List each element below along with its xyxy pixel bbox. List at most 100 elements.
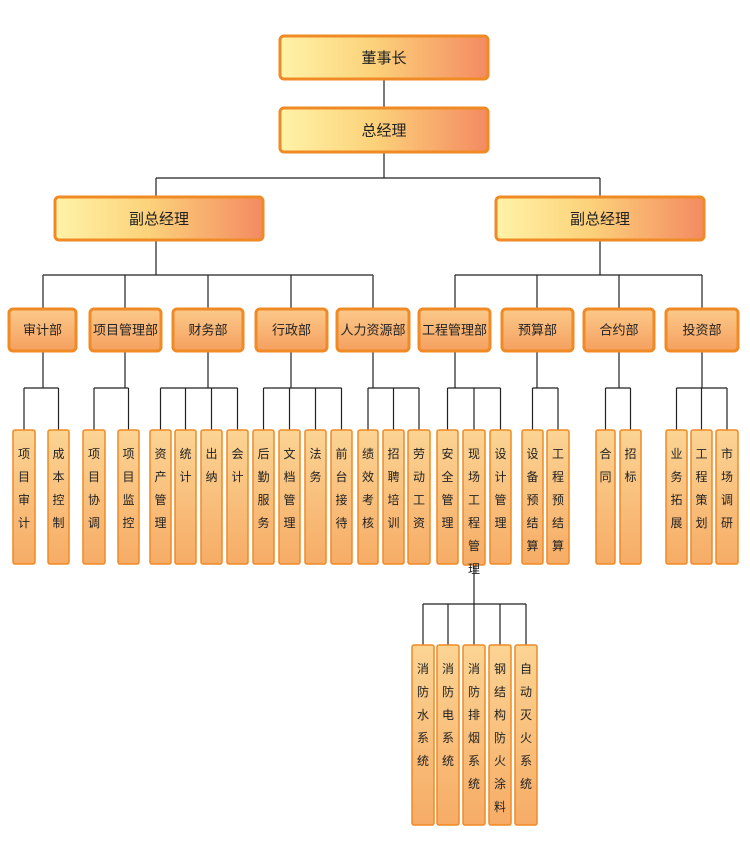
unit-audit-0-box: [12, 429, 36, 565]
unit-finance-1[interactable]: 统计: [174, 429, 197, 565]
dept-admin-label: 行政部: [272, 324, 311, 339]
unit-contract-1[interactable]: 招标: [619, 429, 642, 565]
unit-hr-2-label: 劳动工资: [413, 447, 425, 530]
site-unit-0-label: 消防水系统: [417, 662, 429, 768]
dept-pm-box: [88, 307, 163, 353]
site-unit-2[interactable]: 消防排烟系统: [462, 644, 486, 826]
dept-finance[interactable]: 财务部: [171, 307, 245, 353]
dept-eng[interactable]: 工程管理部: [417, 307, 492, 353]
dept-audit[interactable]: 审计部: [7, 307, 78, 353]
unit-admin-3-box: [330, 429, 353, 565]
dept-contract[interactable]: 合约部: [582, 307, 656, 353]
unit-finance-0-label: 资产管理: [154, 447, 166, 530]
unit-pm-1[interactable]: 项目监控: [117, 429, 140, 565]
unit-eng-2[interactable]: 设计管理: [489, 429, 512, 565]
unit-invest-2-box: [715, 429, 739, 565]
site-unit-4[interactable]: 自动灭火系统: [514, 644, 538, 826]
unit-invest-2[interactable]: 市场调研: [715, 429, 739, 565]
unit-admin-0-box: [252, 429, 275, 565]
unit-hr-0[interactable]: 绩效考核: [357, 429, 379, 565]
unit-pm-0-box: [82, 429, 106, 565]
unit-pm-0-label: 项目协调: [88, 447, 100, 530]
unit-admin-1[interactable]: 文档管理: [278, 429, 301, 565]
unit-audit-1[interactable]: 成本控制: [47, 429, 70, 565]
general-manager-node-label: 总经理: [361, 121, 406, 139]
site-unit-0[interactable]: 消防水系统: [411, 644, 435, 826]
unit-admin-0-label: 后勤服务: [257, 447, 269, 530]
unit-finance-2-label: 出纳: [205, 447, 217, 484]
unit-audit-1-label: 成本控制: [52, 447, 64, 530]
dept-finance-box: [171, 307, 245, 353]
unit-invest-1-box: [690, 429, 713, 565]
dept-invest[interactable]: 投资部: [664, 307, 740, 353]
unit-admin-2[interactable]: 法务: [304, 429, 327, 565]
vp-left-node-label: 副总经理: [129, 210, 189, 228]
unit-budget-1[interactable]: 工程预结算: [546, 429, 570, 565]
dept-audit-box: [7, 307, 78, 353]
unit-invest-0[interactable]: 业务拓展: [665, 429, 688, 565]
site-unit-1[interactable]: 消防电系统: [436, 644, 460, 826]
unit-admin-3-label: 前台接待: [335, 446, 347, 530]
unit-eng-0[interactable]: 安全管理: [436, 429, 459, 565]
unit-contract-0[interactable]: 合同: [595, 429, 616, 565]
unit-eng-0-box: [436, 429, 459, 565]
dept-invest-label: 投资部: [682, 323, 721, 339]
dept-finance-label: 财务部: [188, 323, 227, 339]
unit-invest-1[interactable]: 工程策划: [690, 429, 713, 565]
unit-finance-3[interactable]: 会计: [226, 429, 249, 565]
unit-audit-0[interactable]: 项目审计: [12, 429, 36, 565]
unit-finance-0[interactable]: 资产管理: [149, 429, 172, 565]
unit-eng-1[interactable]: 现场工程管理: [462, 429, 486, 576]
site-unit-2-box: [462, 644, 486, 826]
unit-finance-2[interactable]: 出纳: [200, 429, 223, 565]
unit-hr-1-box: [382, 429, 405, 565]
unit-eng-1-box: [462, 429, 486, 566]
site-unit-4-label: 自动灭火系统: [520, 662, 532, 791]
unit-budget-0[interactable]: 设备预结算: [521, 429, 544, 565]
unit-pm-0[interactable]: 项目协调: [82, 429, 106, 565]
unit-audit-0-label: 项目审计: [18, 447, 30, 530]
general-manager-node[interactable]: 总经理: [278, 106, 490, 154]
site-unit-3-box: [488, 644, 512, 826]
unit-admin-0[interactable]: 后勤服务: [252, 429, 275, 565]
unit-admin-1-box: [278, 429, 301, 565]
unit-finance-1-box: [174, 429, 197, 565]
general-manager-node-box: [278, 106, 490, 154]
unit-finance-3-box: [226, 429, 249, 565]
site-unit-2-label: 消防排烟系统: [468, 662, 480, 791]
unit-admin-2-label: 法务: [309, 447, 321, 484]
dept-budget-label: 预算部: [518, 324, 557, 339]
dept-admin[interactable]: 行政部: [254, 307, 329, 353]
dept-contract-label: 合约部: [599, 324, 638, 339]
site-unit-0-box: [411, 644, 435, 826]
unit-hr-1[interactable]: 招聘培训: [382, 429, 405, 565]
unit-hr-2[interactable]: 劳动工资: [407, 429, 431, 565]
unit-admin-1-label: 文档管理: [283, 446, 295, 530]
dept-eng-box: [417, 307, 492, 353]
vp-right-node[interactable]: 副总经理: [494, 195, 706, 242]
unit-hr-1-label: 招聘培训: [387, 447, 399, 530]
dept-pm[interactable]: 项目管理部: [88, 307, 163, 353]
dept-budget[interactable]: 预算部: [500, 307, 575, 353]
unit-eng-1-label: 现场工程管理: [468, 447, 480, 576]
dept-hr[interactable]: 人力资源部: [335, 307, 411, 353]
vp-right-node-label: 副总经理: [570, 210, 630, 228]
unit-budget-0-box: [521, 429, 544, 565]
unit-finance-1-label: 统计: [179, 447, 191, 484]
unit-budget-1-label: 工程预结算: [552, 447, 564, 553]
vp-left-node[interactable]: 副总经理: [53, 195, 265, 242]
chairman-node-box: [278, 34, 490, 81]
dept-eng-label: 工程管理部: [422, 324, 487, 339]
unit-eng-2-label: 设计管理: [494, 447, 506, 530]
site-unit-3[interactable]: 钢结构防火涂料: [488, 644, 512, 826]
unit-hr-0-box: [357, 429, 379, 565]
dept-budget-box: [500, 307, 575, 353]
unit-invest-2-label: 市场调研: [721, 446, 733, 530]
unit-hr-2-box: [407, 429, 431, 565]
dept-audit-label: 审计部: [23, 324, 62, 339]
unit-audit-1-box: [47, 429, 70, 565]
chairman-node[interactable]: 董事长: [278, 34, 490, 81]
unit-contract-1-label: 招标: [624, 447, 636, 484]
unit-admin-3[interactable]: 前台接待: [330, 429, 353, 565]
